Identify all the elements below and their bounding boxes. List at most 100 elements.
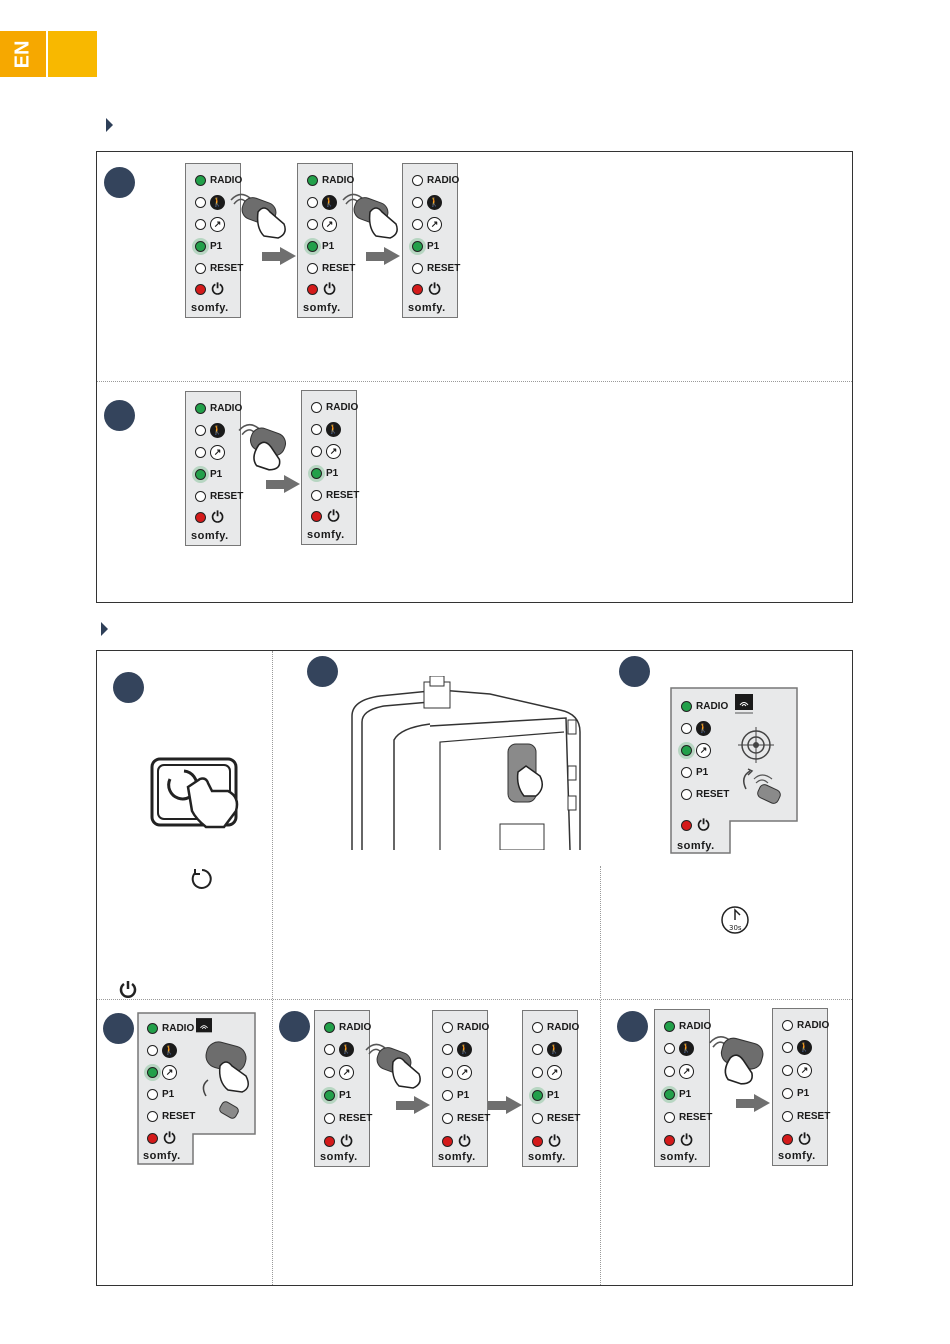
power-icon: ⏻ [211,280,224,298]
step-2-2-badge [307,656,338,687]
label-reset: RESET [339,1112,373,1124]
led-timer [442,1066,453,1078]
led-timer [311,445,322,457]
led-walk [412,196,423,208]
step-2-4-badge [103,1013,134,1044]
timer-30s-icon: ↗ [427,216,442,232]
led-reset [681,788,692,800]
timer-30s-icon: ↗ [797,1062,812,1078]
label-reset: RESET [427,262,461,274]
led-radio [311,401,322,413]
control-panel: RADIO 🚶 ↗ P1 RESET ⏻ somfy. [297,163,355,318]
control-panel: RADIO 🚶 ↗ P1 RESET ⏻ somfy. [138,1012,256,1164]
led-radio [195,402,206,414]
label-reset: RESET [547,1112,581,1124]
label-p1: P1 [162,1088,175,1100]
label-radio: RADIO [210,402,243,414]
label-radio: RADIO [339,1021,372,1033]
power-icon: ⏻ [697,816,710,834]
led-reset [532,1112,543,1124]
brand-logo: somfy. [438,1151,476,1163]
led-timer [307,218,318,230]
led-timer [324,1066,335,1078]
walk-icon: 🚶 [326,421,341,437]
led-radio [307,174,318,186]
language-tab: EN [0,31,97,77]
led-walk [147,1044,158,1056]
power-icon: ⏻ [548,1132,561,1150]
label-p1: P1 [457,1089,470,1101]
led-p1 [307,240,318,252]
label-radio: RADIO [696,700,729,712]
label-radio: RADIO [162,1022,195,1034]
led-walk [307,196,318,208]
label-radio: RADIO [797,1019,830,1031]
led-reset [311,489,322,501]
press-button-illustration [150,757,239,829]
timer-30s-icon: ↗ [457,1064,472,1080]
led-reset [782,1110,793,1122]
label-p1: P1 [547,1089,560,1101]
led-timer [532,1066,543,1078]
led-reset [307,262,318,274]
led-reset [195,490,206,502]
step-1-1-badge [104,167,135,198]
brand-logo: somfy. [660,1151,698,1163]
led-radio [442,1021,453,1033]
label-p1: P1 [696,766,709,778]
brand-logo: somfy. [191,302,229,314]
control-panel: RADIO 🚶 ↗ P1 RESET ⏻ somfy. [672,690,798,854]
led-timer [412,218,423,230]
led-power [412,283,423,295]
led-radio [324,1021,335,1033]
label-p1: P1 [427,240,440,252]
led-walk [195,424,206,436]
led-power [195,511,206,523]
step-2-5-badge [279,1011,310,1042]
press-hand-icon [238,424,287,471]
control-panel: RADIO 🚶 ↗ P1 RESET ⏻ somfy. [772,1008,830,1166]
led-walk [195,196,206,208]
walk-icon: 🚶 [427,194,442,210]
led-power [442,1135,453,1147]
led-timer [664,1065,675,1077]
led-timer [782,1064,793,1076]
control-panel: RADIO 🚶 ↗ P1 RESET ⏻ somfy. [185,391,243,546]
label-p1: P1 [210,468,223,480]
power-icon: ⏻ [211,508,224,526]
label-reset: RESET [679,1111,713,1123]
control-panel: RADIO 🚶 ↗ P1 RESET ⏻ somfy. [301,390,359,545]
walk-icon: 🚶 [457,1041,472,1057]
led-walk [442,1043,453,1055]
led-p1 [664,1088,675,1100]
led-p1 [681,766,692,778]
led-p1 [782,1087,793,1099]
brand-logo: somfy. [303,302,341,314]
led-p1 [147,1088,158,1100]
led-reset [664,1111,675,1123]
timer-30s-icon: ↗ [210,216,225,232]
brand-logo: somfy. [408,302,446,314]
brand-logo: somfy. [191,530,229,542]
power-icon: ⏻ [680,1131,693,1149]
walk-icon: 🚶 [679,1040,694,1056]
label-radio: RADIO [427,174,460,186]
timer-30s-icon: ↗ [339,1064,354,1080]
led-walk [311,423,322,435]
power-icon: ⏻ [163,1129,176,1147]
led-reset [442,1112,453,1124]
led-p1 [311,467,322,479]
step-2-3-badge [619,656,650,687]
power-icon: ⏻ [798,1130,811,1148]
section-2-row-divider [97,999,852,1000]
brand-logo: somfy. [307,529,345,541]
timer-30s-icon: ↗ [210,444,225,460]
motor-unit-illustration [351,676,581,850]
walk-icon: 🚶 [547,1041,562,1057]
label-radio: RADIO [326,401,359,413]
led-power [664,1134,675,1146]
language-tab-bar [48,31,97,77]
walk-icon: 🚶 [210,194,225,210]
led-power [782,1133,793,1145]
label-reset: RESET [162,1110,196,1122]
